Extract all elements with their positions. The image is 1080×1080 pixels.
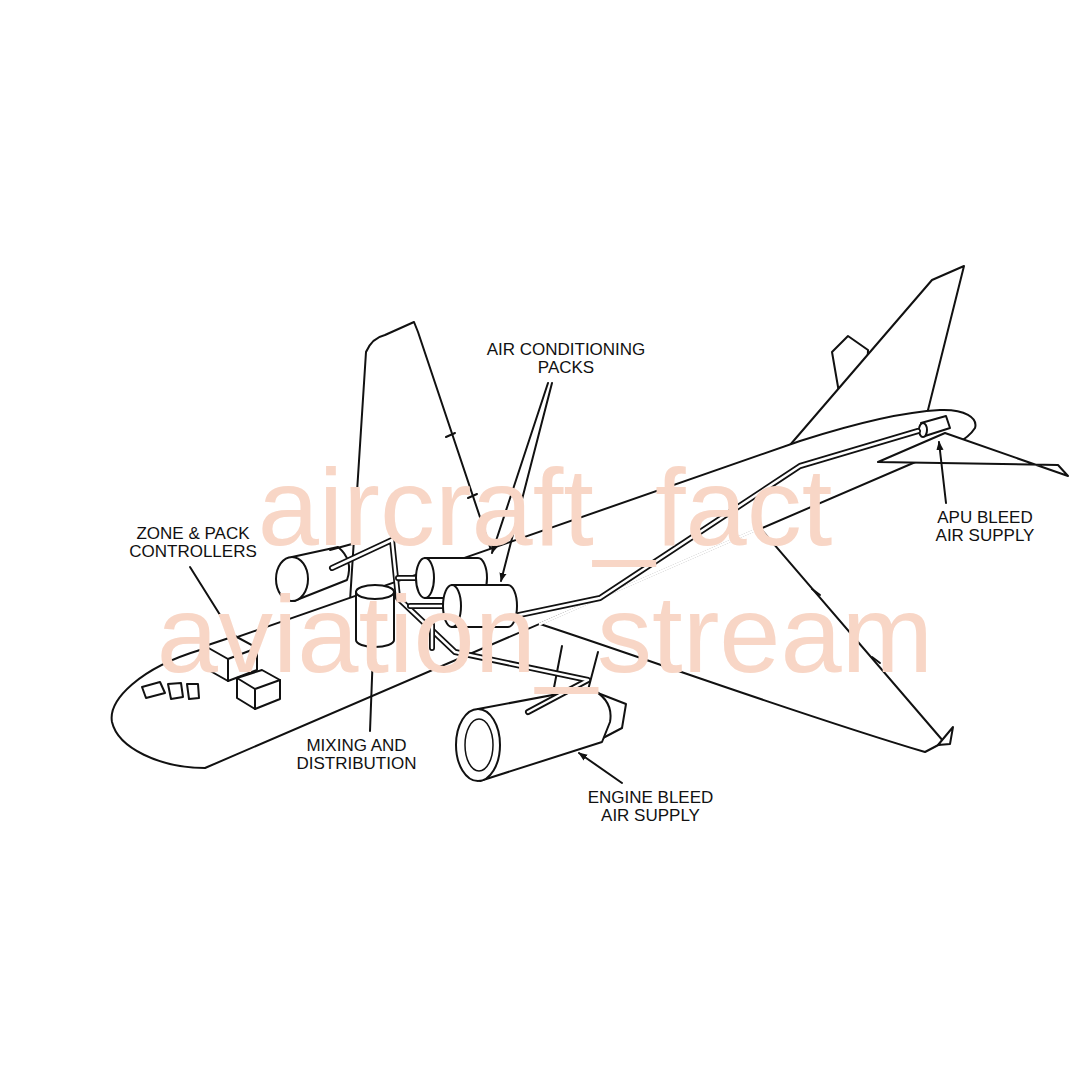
callout-label: AIR CONDITIONING PACKS [471,341,661,377]
callout-label: ZONE & PACK CONTROLLERS [118,525,268,561]
leader-line [579,753,622,783]
callout-label: APU BLEED AIR SUPPLY [929,509,1041,545]
near-engine-fan [465,719,493,771]
callout-label: MIXING AND DISTRIBUTION [284,737,429,773]
watermark: aviation_stream [145,579,945,689]
watermark: aircraft_fact [145,452,945,562]
callout-label: ENGINE BLEED AIR SUPPLY [578,789,723,825]
near-stabilizer [878,433,1068,476]
vertical-fin [790,266,964,445]
winglet [938,727,953,745]
leader-line [939,442,946,503]
near-engine-intake [456,709,500,781]
